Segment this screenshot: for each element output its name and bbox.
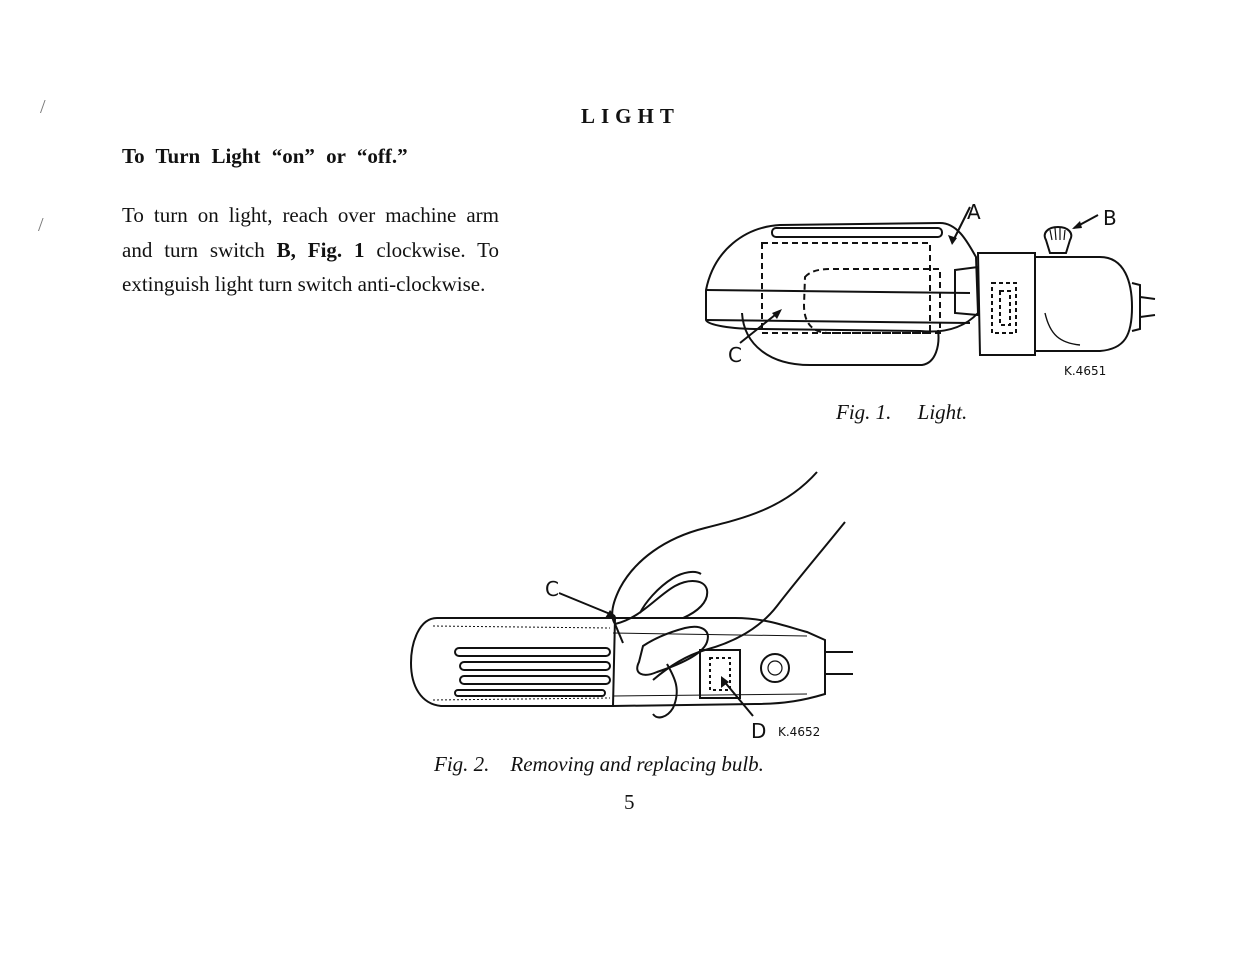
lamp-hood: [705, 221, 980, 333]
figure-1-caption: Fig. 1. Light.: [836, 400, 968, 424]
leader-c: [739, 310, 781, 344]
instructions-text-1: To turn on light, reach over machine arm…: [122, 203, 499, 262]
figure-2-bulb-illustration: C D K.4652: [409, 471, 853, 743]
leader-d: [722, 679, 754, 717]
page-number: 5: [624, 790, 635, 814]
label-c: C: [728, 343, 742, 367]
label-a: A: [967, 200, 981, 224]
lamp-body: [1034, 256, 1134, 352]
bulb-glass: [409, 617, 617, 707]
figure-1-light-illustration: A B C K.4651: [705, 200, 1156, 378]
instructions-text-2: clockwise. To extinguish light turn swit…: [122, 237, 500, 297]
instructions-figure-reference: B, Fig. 1: [276, 237, 365, 262]
hand: [611, 471, 818, 644]
page-title: LIGHT: [581, 104, 680, 128]
section-heading: To Turn Light “on” or “off.”: [122, 144, 408, 168]
label-b: B: [1103, 206, 1117, 230]
margin-mark-top: /: [40, 96, 46, 118]
figure-2-code: K.4652: [778, 725, 820, 739]
margin-mark-bottom: /: [38, 214, 44, 236]
figure-2-caption: Fig. 2. Removing and replacing bulb.: [434, 752, 764, 776]
leader-c-2: [558, 592, 616, 617]
leader-a: [951, 206, 971, 244]
figure-1-code: K.4651: [1064, 364, 1106, 378]
label-d: D: [751, 719, 766, 743]
light-switch-knob: [1043, 225, 1073, 254]
label-c-2: C: [545, 577, 559, 601]
instructions-paragraph: To turn on light, reach over machine arm…: [122, 198, 499, 302]
